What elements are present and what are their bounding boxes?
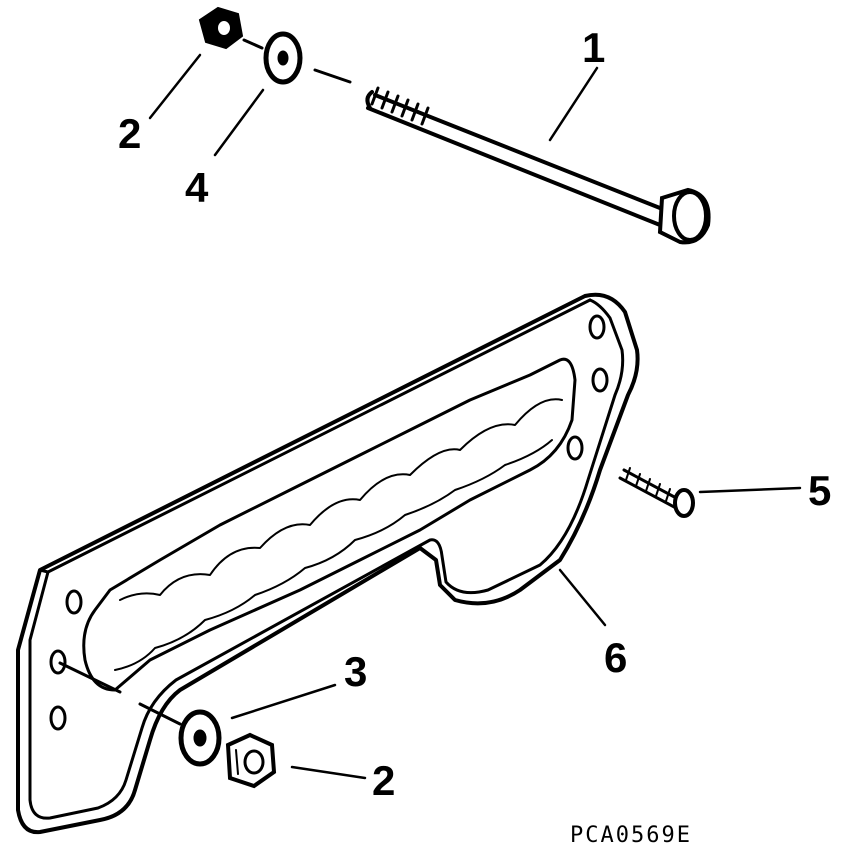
bolt-part xyxy=(365,86,711,245)
leader-line-2-bottom xyxy=(290,765,367,780)
callout-1: 1 xyxy=(582,24,605,71)
leader-line-2-top xyxy=(148,53,202,120)
bracket-hole xyxy=(49,705,67,731)
bracket-hole xyxy=(65,589,83,615)
callout-6: 6 xyxy=(604,634,627,681)
hex-nut-top xyxy=(198,6,244,50)
bracket-hole xyxy=(566,435,584,461)
assembly-axis-bottom xyxy=(58,661,182,726)
hex-nut-bottom xyxy=(225,732,277,789)
flat-washer-top xyxy=(263,31,303,85)
callout-4: 4 xyxy=(185,164,209,211)
bracket-hole xyxy=(588,314,606,340)
callout-2-top: 2 xyxy=(118,110,141,157)
screw-part xyxy=(618,467,695,518)
bracket-hole xyxy=(591,367,609,393)
figure-reference-code: PCA0569E xyxy=(570,823,692,848)
assembly-axis-top xyxy=(242,38,352,84)
leader-lines xyxy=(148,53,802,780)
leader-line-6 xyxy=(558,568,607,627)
leader-line-3 xyxy=(230,683,337,720)
leader-line-5 xyxy=(698,486,802,494)
bracket-hole xyxy=(49,649,67,675)
callout-5: 5 xyxy=(808,467,831,514)
leader-line-1 xyxy=(548,66,599,142)
callout-2-bottom: 2 xyxy=(372,757,395,804)
callout-3: 3 xyxy=(344,648,367,695)
flat-washer-bottom xyxy=(178,709,222,767)
leader-line-4 xyxy=(213,88,265,157)
mounting-bracket-plate xyxy=(16,292,640,835)
